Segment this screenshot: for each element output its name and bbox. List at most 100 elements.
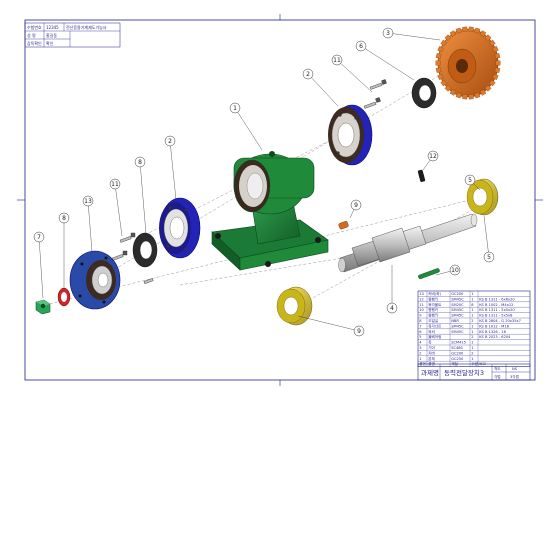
gear-tooth — [494, 53, 501, 59]
balloon-leader — [87, 200, 93, 253]
balloon-circle — [386, 302, 398, 314]
table-cell: KS B 1002 - M4x12 — [479, 303, 513, 307]
balloon-number: 5 — [487, 254, 491, 261]
table-cell: 8 — [471, 303, 474, 307]
balloon-circle — [229, 102, 241, 114]
balloon-circle — [134, 156, 146, 168]
bolts-part-11-bottom — [111, 232, 154, 285]
balloon-number: 11 — [333, 57, 341, 64]
table-cell: KS B 2023 - 6204 — [479, 335, 511, 339]
balloon-number: 12 — [429, 153, 437, 160]
bolts-part-11-top — [363, 79, 387, 109]
table-cell: 와셔 — [428, 329, 435, 334]
balloon-leader — [38, 236, 44, 299]
table-cell: 축 — [428, 340, 432, 345]
balloon-circle — [58, 212, 70, 224]
table-cell: 2 — [419, 351, 421, 355]
table-cell: 10 — [419, 308, 424, 312]
balloon-circle — [109, 178, 121, 190]
cover-right-part-2 — [328, 104, 373, 166]
balloon-circle — [464, 174, 476, 186]
table-cell: KS B 1012 - M16 — [479, 324, 510, 328]
gear-tooth — [479, 30, 487, 37]
balloon-number: 7 — [37, 234, 41, 241]
gear-tooth — [449, 89, 457, 96]
balloon-number: 4 — [390, 305, 394, 312]
gear-tooth — [495, 60, 501, 66]
table-cell: 볼베어링 — [428, 334, 441, 339]
balloon-number: 10 — [451, 267, 459, 274]
gear-tooth — [455, 92, 462, 99]
balloon-circle — [164, 135, 176, 147]
balloon-leader — [114, 183, 123, 237]
table-cell: 1 — [471, 292, 473, 296]
balloon-number: 13 — [84, 198, 92, 205]
gear-tooth — [488, 39, 496, 47]
washer-part-6 — [411, 77, 437, 109]
gear-tooth — [462, 94, 468, 100]
header-value-1: 12345 — [46, 25, 59, 30]
table-cell: 1 — [471, 314, 473, 318]
shaft-part-4 — [338, 213, 478, 273]
balloon-circle — [353, 325, 365, 337]
balloon-circle — [483, 251, 495, 263]
balloon-circle — [82, 195, 94, 207]
balloon-leader — [483, 215, 490, 258]
balloon-number: 9 — [357, 328, 361, 335]
gear-tooth — [449, 30, 457, 37]
gear-tooth — [484, 84, 492, 92]
gear-tooth — [488, 79, 496, 87]
table-cell: 8 — [419, 319, 422, 323]
table-cell: 13 — [419, 292, 424, 296]
table-cell: KS B 1311 - 5x5x20 — [479, 308, 515, 312]
header-label-1: 수험번호 — [27, 24, 42, 30]
header-extra-1: 전산응용기계제도기능사 — [66, 24, 107, 30]
table-cell: 2 — [471, 335, 473, 339]
balloon-leader — [234, 107, 263, 151]
header-label-3: 감독확인 — [27, 40, 42, 46]
gear-part-3 — [435, 26, 501, 100]
balloon-circle — [427, 150, 439, 162]
gear-tooth — [474, 92, 481, 99]
table-cell: 2 — [471, 351, 473, 355]
gear-tooth — [474, 27, 481, 34]
title-block: 과제명 동력전달장치3 척도 NS 각법 3각법 — [417, 363, 531, 381]
balloon-number: 8 — [62, 215, 66, 222]
balloon-leader — [169, 140, 177, 201]
gear-tooth — [437, 46, 444, 53]
table-cell: 육각너트 — [428, 323, 442, 328]
key-part-9 — [338, 221, 349, 230]
table-cell: 육각볼트 — [428, 302, 442, 307]
table-cell: SM20C — [451, 303, 464, 307]
balloon-circle — [449, 264, 461, 276]
balloon-number: 5 — [468, 177, 472, 184]
table-cell: SM45C — [451, 297, 464, 301]
balloon-number: 2 — [168, 138, 172, 145]
table-cell: 9 — [419, 314, 422, 318]
gear-tooth — [484, 34, 492, 42]
balloon-circle — [355, 40, 367, 52]
table-cell: 오일실 — [428, 318, 438, 323]
table-cell: KS B 1311 - 5x5x8 — [479, 314, 513, 318]
title-name: 동력전달장치3 — [444, 368, 484, 377]
table-cell: 2 — [471, 319, 473, 323]
table-cell: 1 — [471, 341, 473, 345]
gear-tooth — [440, 39, 448, 47]
gear-tooth — [440, 79, 448, 87]
table-cell: GC200 — [451, 292, 464, 296]
balloon-leader — [139, 161, 147, 235]
gear-tooth — [492, 46, 499, 53]
gear-tooth — [492, 73, 499, 80]
gear-tooth — [494, 67, 501, 73]
gear-tooth — [468, 94, 474, 100]
table-cell: 1 — [471, 324, 473, 328]
table-cell: SCM415 — [451, 341, 466, 345]
balloon-number: 6 — [359, 43, 363, 50]
balloon-number: 3 — [386, 30, 390, 37]
balloon-number: 9 — [354, 202, 358, 209]
balloon-number: 8 — [138, 159, 142, 166]
cover-left-part-2 — [159, 197, 201, 259]
table-cell: 1 — [471, 297, 473, 301]
